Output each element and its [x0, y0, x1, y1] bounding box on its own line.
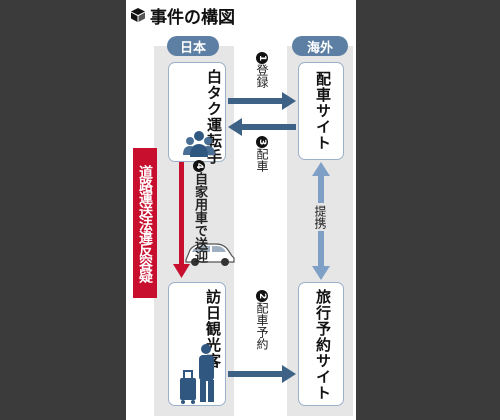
violation-label-box: 道路運送法違反容疑	[133, 148, 157, 298]
step1-text: 登録	[255, 64, 269, 88]
title-text: 事件の構図	[150, 7, 235, 28]
step3-number: 3	[256, 136, 268, 148]
japan-header: 日本	[167, 36, 219, 56]
arrow-transport	[173, 162, 190, 278]
cube-icon	[131, 8, 145, 22]
step4-number: 4	[193, 160, 205, 172]
step4-label: 4自家用車で送迎	[192, 160, 207, 263]
step2-text: 配車予約	[255, 302, 269, 350]
step3-label: 3配車	[255, 136, 269, 172]
step1-number: 1	[256, 52, 268, 64]
arrow-dispatch	[228, 118, 296, 136]
step3-text: 配車	[255, 148, 269, 172]
violation-label: 道路運送法違反容疑	[137, 164, 153, 282]
car-icon	[185, 243, 235, 266]
arrow-register	[228, 92, 296, 110]
tourist-box: 訪日観光客	[168, 282, 226, 406]
step2-number: 2	[256, 290, 268, 302]
dispatch-site-label: 配車サイト	[314, 71, 332, 151]
step2-label: 2配車予約	[255, 290, 269, 350]
partnership-label: 提携	[313, 203, 327, 231]
traveler-icon	[180, 344, 214, 404]
dispatch-site-box: 配車サイト	[298, 62, 344, 160]
overseas-header: 海外	[292, 36, 348, 56]
driver-box: 白タク運転手	[168, 62, 226, 165]
step4-text: 自家用車で送迎	[192, 172, 207, 263]
diagram-title: 事件の構図	[130, 4, 235, 28]
travel-site-box: 旅行予約サイト	[298, 282, 344, 406]
people-icon	[183, 131, 215, 157]
arrow-booking	[228, 365, 296, 383]
travel-site-label: 旅行予約サイト	[314, 289, 332, 401]
step1-label: 1登録	[255, 52, 269, 88]
